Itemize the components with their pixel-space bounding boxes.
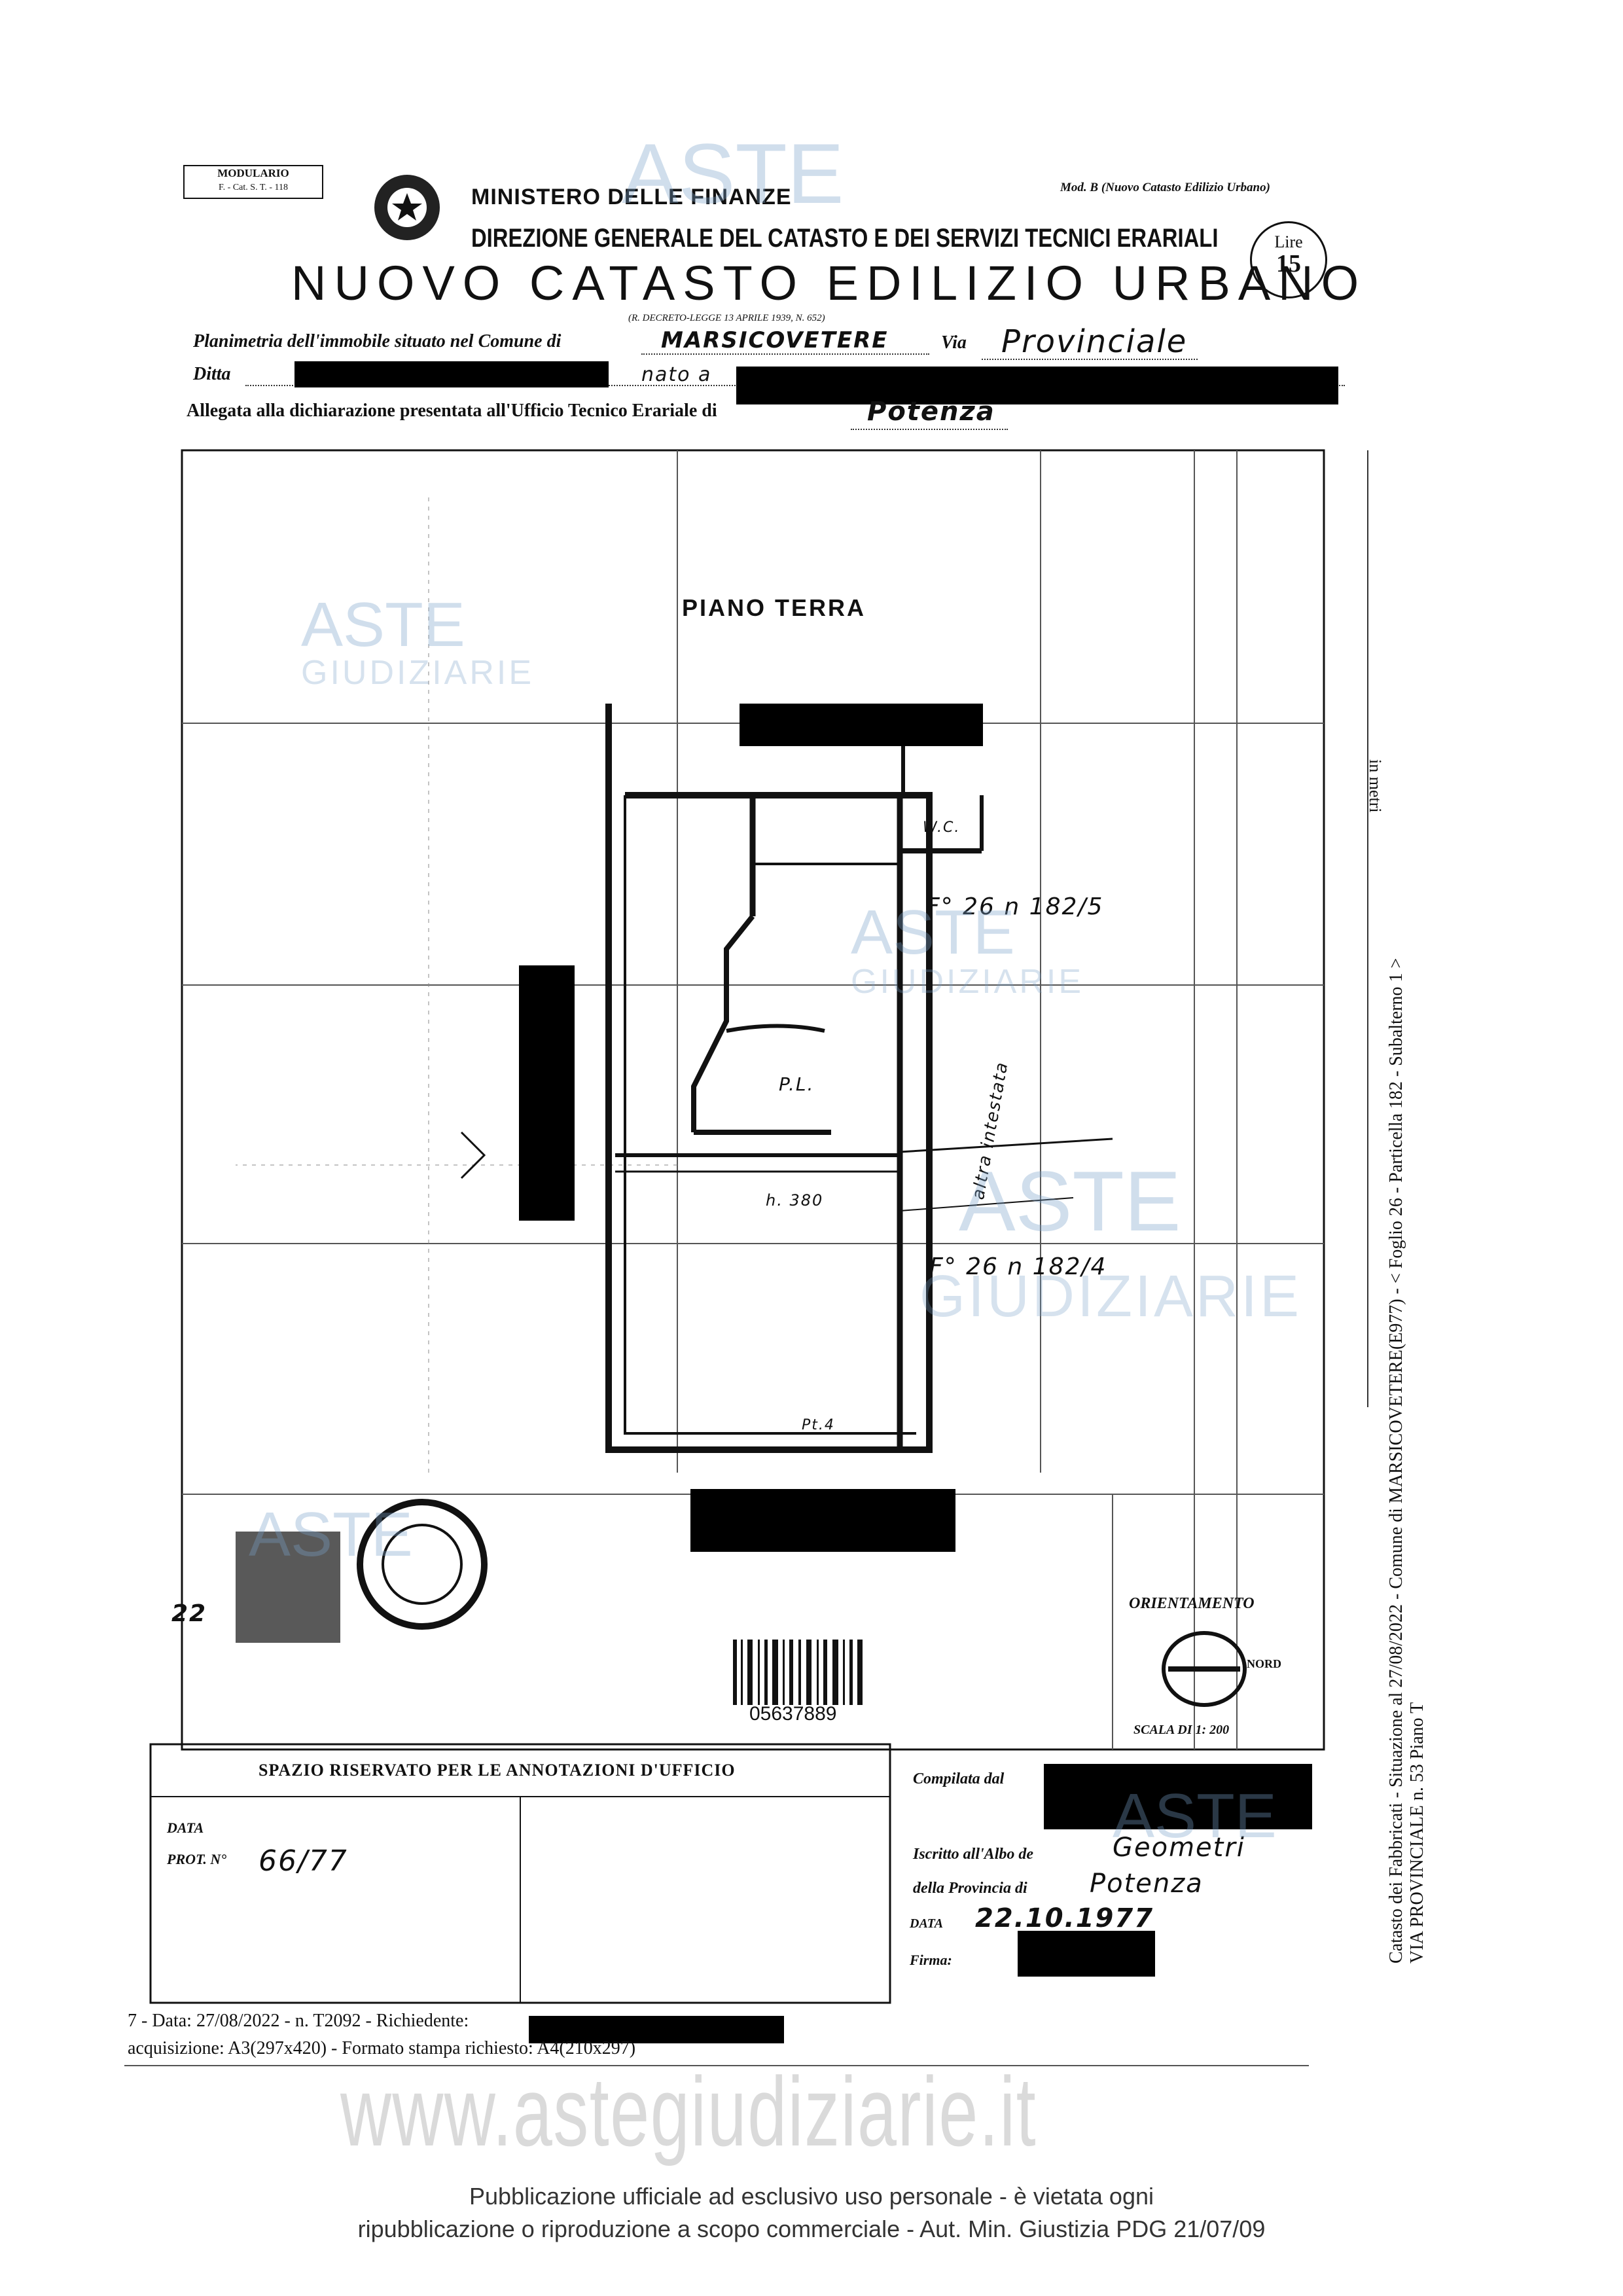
- lire-badge: Lire 15: [1250, 221, 1327, 298]
- provincia-value: Potenza: [1090, 1869, 1204, 1899]
- watermark-giudiziarie-2: GIUDIZIARIE: [301, 654, 535, 692]
- watermark-giudiziarie-3: GIUDIZIARIE: [851, 963, 1084, 1001]
- watermark-site: www.astegiudiziarie.it: [340, 2056, 1037, 2166]
- watermark-aste-5: ASTE: [249, 1499, 413, 1570]
- prot-label: PROT. N°: [167, 1851, 227, 1867]
- mod-b-label: Mod. B (Nuovo Catasto Edilizio Urbano): [1060, 181, 1270, 194]
- nord-label: NORD: [1247, 1657, 1281, 1670]
- firma-label: Firma:: [910, 1952, 952, 1968]
- piano-terra-label: PIANO TERRA: [682, 594, 866, 621]
- stamp-number: 22: [171, 1600, 207, 1627]
- spazio-title: SPAZIO RISERVATO PER LE ANNOTAZIONI D'UF…: [259, 1761, 736, 1780]
- decree-reference: (R. DECRETO-LEGGE 13 APRILE 1939, N. 652…: [628, 313, 825, 323]
- watermark-aste-6: ASTE: [1113, 1781, 1277, 1851]
- modulario-code: F. - Cat. S. T. - 118: [219, 183, 288, 192]
- via-value: Provinciale: [1001, 323, 1188, 360]
- bottom-label: Pt.4: [802, 1417, 835, 1433]
- barcode-number: 05637889: [749, 1703, 837, 1725]
- emblem-icon: [370, 167, 445, 249]
- watermark-giudiziarie-4: GIUDIZIARIE: [919, 1264, 1302, 1329]
- side-scale-note: in metri: [1366, 759, 1385, 813]
- publication-notice-line1: Pubblicazione ufficiale ad esclusivo uso…: [469, 2183, 1154, 2210]
- room-label: P.L.: [779, 1073, 815, 1095]
- redacted-ditta-name: [294, 361, 609, 387]
- compiler-data-value: 22.10.1977: [975, 1903, 1154, 1933]
- side-address-text: VIA PROVINCIALE n. 53 Piano T: [1407, 1702, 1427, 1964]
- lire-value: 15: [1276, 250, 1301, 278]
- redacted-ditta-birthplace: [736, 367, 1338, 404]
- ditta-label: Ditta: [193, 364, 231, 384]
- lire-label: Lire: [1274, 232, 1303, 251]
- publication-notice-line2: ripubblicazione o riproduzione a scopo c…: [357, 2215, 1266, 2242]
- modulario-box: MODULARIO F. - Cat. S. T. - 118: [183, 165, 323, 199]
- document-title: NUOVO CATASTO EDILIZIO URBANO: [291, 256, 1367, 310]
- prot-value: 66/77: [259, 1844, 348, 1878]
- comune-value: MARSICOVETERE: [661, 327, 889, 353]
- provincia-label: della Provincia di: [913, 1880, 1027, 1897]
- redacted-requester: [529, 2016, 784, 2043]
- ministry-name: MINISTERO DELLE FINANZE: [471, 185, 792, 209]
- office-data-label: DATA: [167, 1820, 204, 1836]
- compiler-data-label: DATA: [910, 1916, 944, 1931]
- watermark-aste-3: ASTE: [851, 897, 1015, 967]
- allegata-value: Potenza: [867, 397, 995, 427]
- watermark-aste-1: ASTE: [622, 126, 844, 221]
- watermark-aste-4: ASTE: [959, 1153, 1181, 1249]
- plan-reference-2: F° 26 n 182/4: [929, 1253, 1107, 1280]
- request-line: 7 - Data: 27/08/2022 - n. T2092 - Richie…: [128, 2011, 469, 2031]
- orientamento-label: ORIENTAMENTO: [1129, 1595, 1255, 1612]
- planimetria-label: Planimetria dell'immobile situato nel Co…: [193, 331, 562, 351]
- modulario-label: MODULARIO: [217, 167, 289, 179]
- allegata-label: Allegata alla dichiarazione presentata a…: [187, 401, 717, 421]
- compilata-label: Compilata dal: [913, 1770, 1005, 1787]
- redacted-plan-top: [740, 704, 983, 746]
- ditta-birth-value: nato a: [641, 363, 712, 386]
- wc-label: W.C.: [923, 819, 961, 836]
- iscritto-label: Iscritto all'Albo de: [913, 1846, 1034, 1863]
- height-label: h. 380: [766, 1191, 824, 1210]
- plan-reference-1: F° 26 n 182/5: [926, 893, 1104, 920]
- redacted-signature: [1018, 1931, 1155, 1977]
- redacted-plan-left: [519, 965, 575, 1221]
- side-catasto-text: Catasto dei Fabbricati - Situazione al 2…: [1386, 958, 1406, 1964]
- scala-label: SCALA DI 1: 200: [1133, 1723, 1230, 1737]
- iscritto-value: Geometri: [1113, 1833, 1245, 1863]
- direction-name: DIREZIONE GENERALE DEL CATASTO E DEI SER…: [471, 224, 1219, 253]
- format-line: acquisizione: A3(297x420) - Formato stam…: [128, 2038, 636, 2058]
- redacted-plan-bottom: [690, 1489, 955, 1552]
- via-label: Via: [941, 332, 967, 353]
- watermark-aste-2: ASTE: [301, 590, 465, 660]
- redacted-compiler-name: [1044, 1764, 1312, 1829]
